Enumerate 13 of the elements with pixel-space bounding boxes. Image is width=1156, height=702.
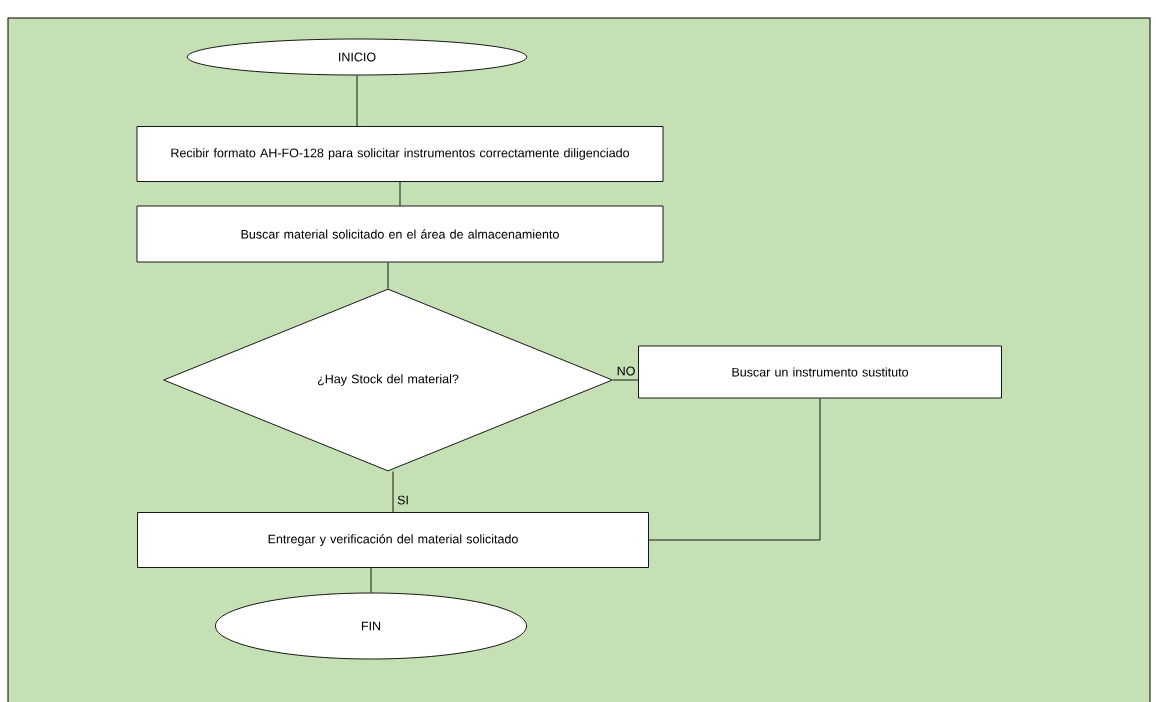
connector-line (612, 379, 639, 381)
edge-label: SI (397, 495, 408, 505)
process-box: Buscar un instrumento sustituto (638, 345, 1002, 399)
connector-line (392, 471, 394, 513)
connector-line (356, 75, 358, 127)
connector-line (370, 567, 372, 593)
edge-label: NO (617, 366, 635, 376)
connector-line (399, 181, 401, 206)
process-box: Entregar y verificación del material solicitado (137, 512, 649, 568)
connector-line (648, 398, 821, 541)
process-box: Buscar material solicitado en el área de almacenamiento (136, 205, 664, 263)
process-box: Recibir formato AH-FO-128 para solicitar instrumentos correctamente diligenciado (136, 126, 664, 182)
connector-line (387, 262, 389, 289)
